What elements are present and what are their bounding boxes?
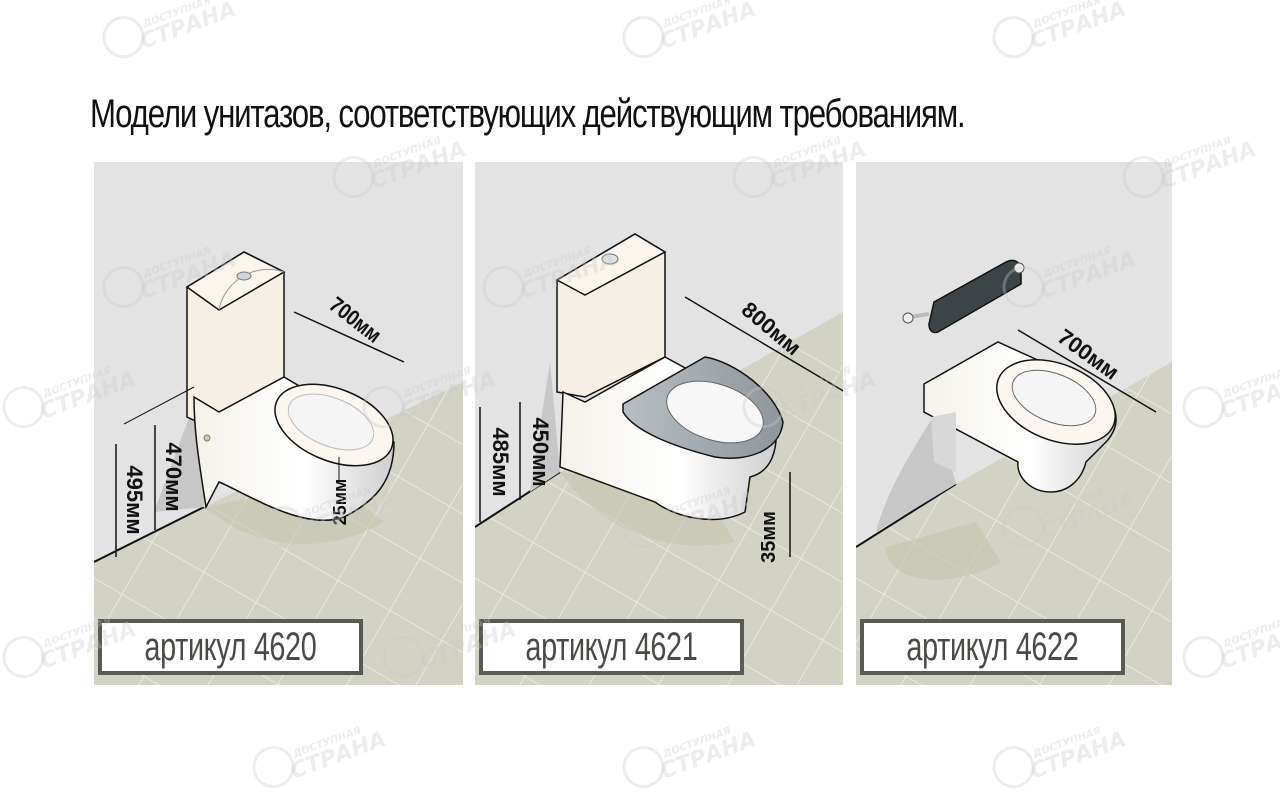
dimension-seat-thickness: 35мм — [758, 511, 780, 563]
toilet-4622-illustration: 700мм — [856, 259, 1172, 685]
dimension-length: 800мм — [737, 297, 806, 361]
article-label-text: артикул 4622 — [906, 624, 1079, 669]
panel-4620: 700мм 495мм 470мм 25мм артикул 4620 — [94, 162, 463, 685]
flush-cistern-icon — [902, 259, 1025, 334]
article-label-text: артикул 4621 — [525, 624, 698, 669]
page-title: Модели унитазов, соответствующих действу… — [90, 92, 966, 136]
article-label: артикул 4621 — [479, 619, 744, 675]
dimension-height-seat: 470мм — [161, 442, 186, 511]
panel-4622: 700мм артикул 4622 — [856, 162, 1172, 685]
toilet-4621-illustration: 800мм 485мм 450мм 35мм — [475, 233, 843, 685]
dimension-seat-thickness: 25мм — [330, 479, 350, 526]
article-label-text: артикул 4620 — [144, 624, 317, 669]
panel-4621: 800мм 485мм 450мм 35мм артикул 4621 — [475, 162, 843, 685]
dimension-height-total: 495мм — [122, 465, 147, 534]
dimension-height-total: 485мм — [488, 427, 513, 496]
dimension-height-seat: 450мм — [528, 417, 553, 486]
article-label: артикул 4620 — [98, 619, 363, 675]
toilet-4620-illustration: 700мм 495мм 470мм 25мм — [94, 251, 463, 685]
article-label: артикул 4622 — [860, 619, 1125, 675]
